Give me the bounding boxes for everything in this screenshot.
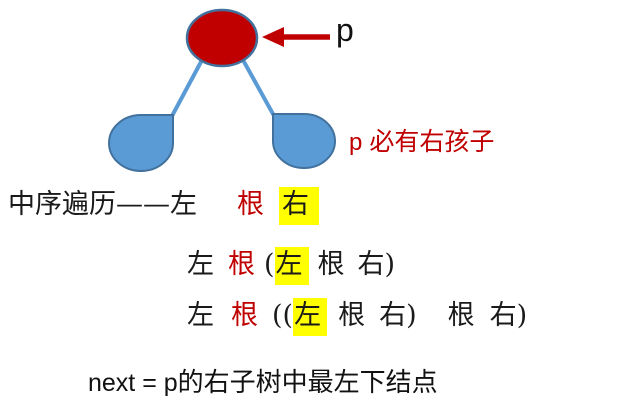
arrow-head bbox=[262, 27, 284, 47]
line3-inner-root: 根 bbox=[338, 300, 366, 331]
line1-root: 根 bbox=[237, 189, 264, 220]
next-equation: next = p bbox=[88, 369, 178, 397]
pointer-label: p bbox=[336, 12, 354, 48]
line2-left: 左 bbox=[187, 249, 214, 280]
next-description: 的右子树中最左下结点 bbox=[177, 368, 438, 398]
line3-left: 左 bbox=[187, 300, 214, 331]
line2-left-highlighted: 左 bbox=[274, 247, 309, 285]
binary-tree-diagram bbox=[108, 8, 336, 172]
line1-prefix: 中序遍历——左 bbox=[8, 189, 197, 220]
line2-root: 根 bbox=[228, 249, 255, 280]
line3-root: 根 bbox=[231, 300, 258, 331]
next-definition: next = p的右子树中最左下结点 bbox=[88, 368, 438, 399]
line3-outer-close: 右) bbox=[489, 300, 528, 331]
edge-right-child bbox=[241, 58, 275, 116]
line2-inner-root: 根 bbox=[317, 249, 345, 280]
traversal-line-3: 左根((左根右)根右) bbox=[187, 298, 528, 336]
right-subtree-shape bbox=[272, 113, 336, 169]
line1-right-highlighted: 右 bbox=[279, 187, 319, 225]
arrow-to-p bbox=[262, 27, 330, 47]
caption-text: 必有右孩子 bbox=[369, 127, 495, 156]
edge-left-child bbox=[170, 58, 204, 118]
line2-inner-close: 右) bbox=[357, 249, 396, 280]
left-subtree-shape bbox=[108, 114, 174, 172]
line3-outer-root: 根 bbox=[447, 300, 475, 331]
node-p-circle bbox=[185, 8, 259, 68]
traversal-line-2: 左根(左根右) bbox=[187, 247, 396, 285]
caption-pointer: p bbox=[349, 129, 363, 156]
line3-left-highlighted: 左 bbox=[293, 298, 328, 336]
traversal-line-1: 中序遍历——左 根右 bbox=[8, 187, 319, 225]
line2-open-paren: ( bbox=[264, 249, 275, 280]
line3-open-parens: (( bbox=[272, 300, 294, 331]
line3-inner-close: 右) bbox=[379, 300, 417, 331]
